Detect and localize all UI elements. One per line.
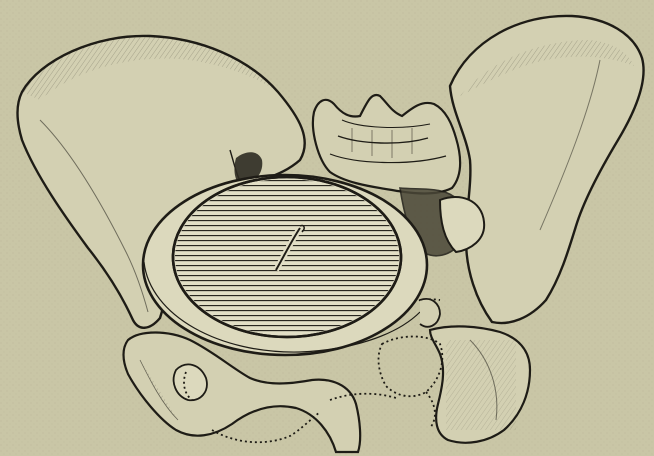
right-ischium bbox=[430, 326, 530, 442]
pelvic-inlet bbox=[143, 175, 427, 355]
right-ring-edge bbox=[420, 299, 440, 327]
